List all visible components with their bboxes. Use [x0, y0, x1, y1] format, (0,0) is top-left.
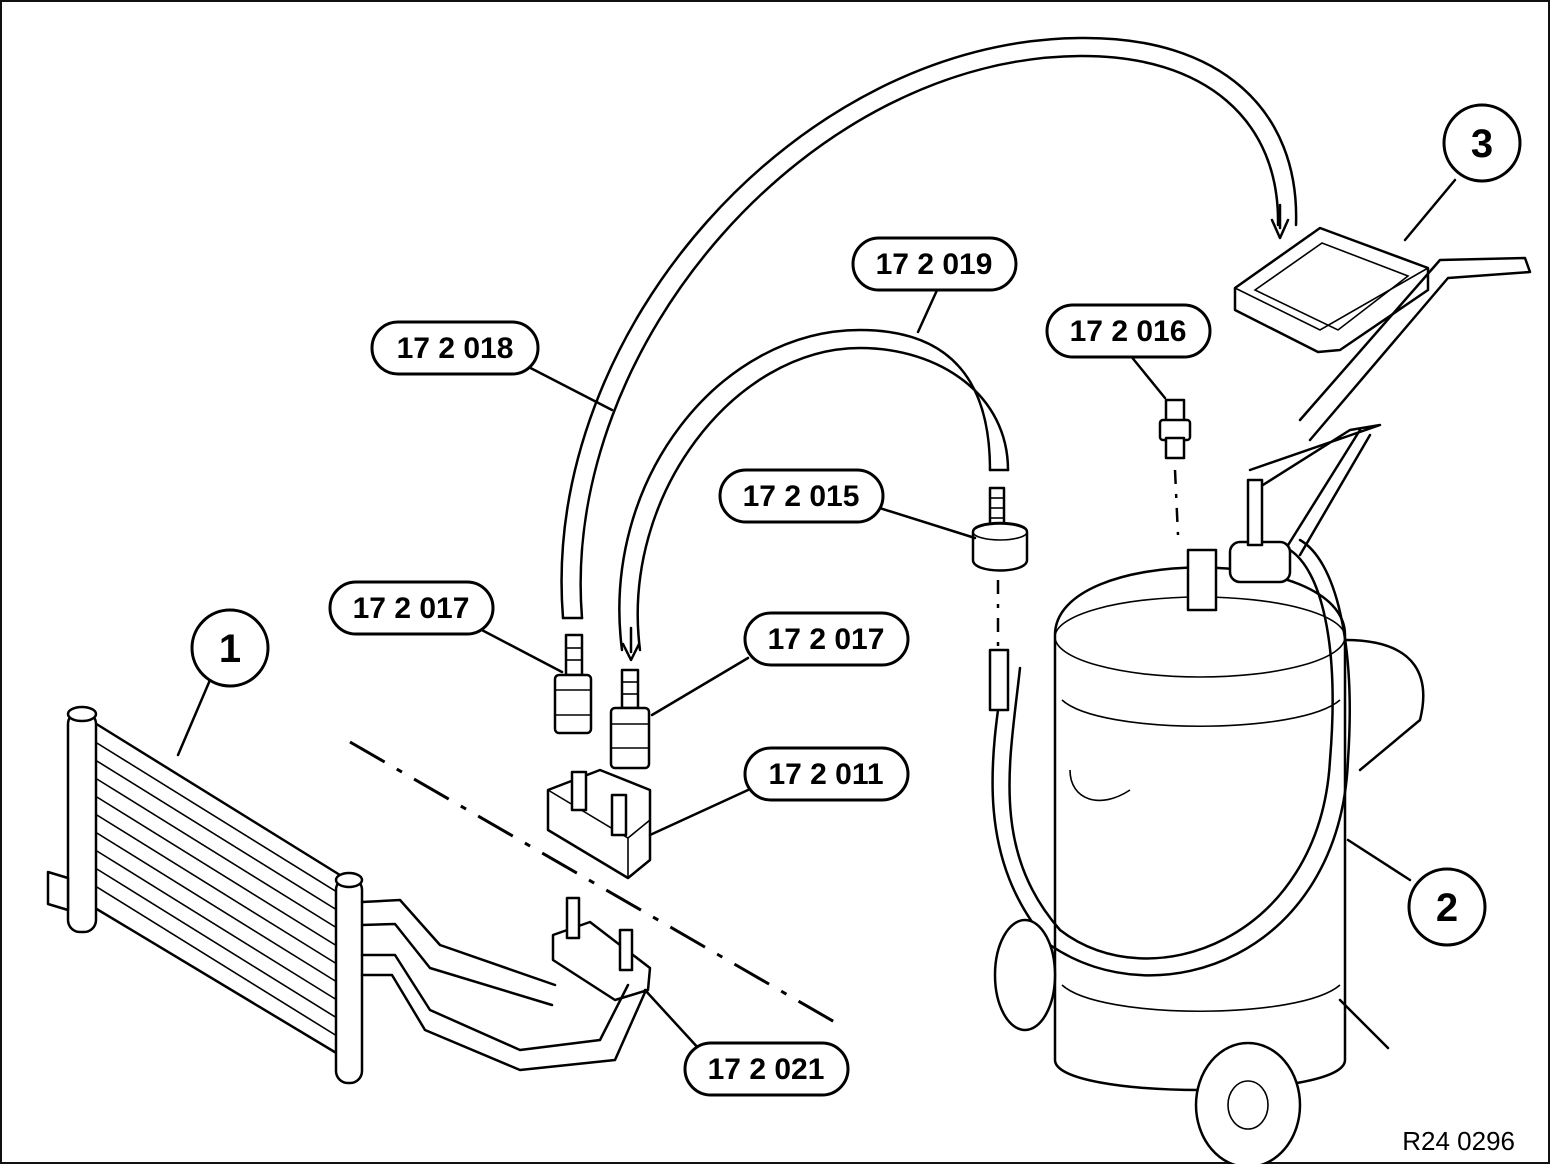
item-number-1: 1	[190, 608, 270, 688]
oil-extractor	[988, 256, 1532, 1164]
svg-text:1: 1	[219, 627, 241, 671]
coupling-17-2-017-left	[553, 633, 593, 735]
callout-17-2-011: 17 2 011	[743, 746, 910, 802]
callout-17-2-016: 17 2 016	[1045, 303, 1212, 359]
svg-text:2: 2	[1436, 886, 1458, 930]
oil-cooler	[46, 705, 648, 1085]
adapter-block-17-2-011	[546, 768, 652, 880]
svg-text:17 2 017: 17 2 017	[768, 623, 885, 656]
adapter-17-2-021	[551, 896, 652, 1002]
svg-text:17 2 021: 17 2 021	[708, 1053, 825, 1086]
svg-text:17 2 016: 17 2 016	[1070, 315, 1187, 348]
svg-text:17 2 018: 17 2 018	[397, 332, 514, 365]
svg-text:17 2 015: 17 2 015	[743, 480, 860, 513]
fitting-17-2-016	[1158, 398, 1192, 536]
hose-17-2-019	[618, 328, 1010, 662]
item-number-2: 2	[1407, 867, 1487, 947]
svg-text:17 2 019: 17 2 019	[876, 248, 993, 281]
callout-17-2-017-left: 17 2 017	[328, 580, 495, 636]
svg-text:3: 3	[1471, 122, 1493, 166]
callout-17-2-019: 17 2 019	[851, 236, 1018, 292]
svg-text:17 2 011: 17 2 011	[768, 758, 883, 791]
callout-17-2-018: 17 2 018	[370, 320, 540, 376]
callout-17-2-015: 17 2 015	[718, 468, 885, 524]
hose-17-2-018	[560, 36, 1298, 620]
item-number-3: 3	[1442, 103, 1522, 183]
centre-line	[349, 740, 846, 1030]
callout-17-2-017-right: 17 2 017	[743, 611, 910, 667]
svg-text:17 2 017: 17 2 017	[353, 592, 470, 625]
drip-tray	[1233, 226, 1430, 354]
adapter-17-2-015	[971, 486, 1029, 650]
leader-lines	[176, 178, 1457, 1052]
callout-17-2-021: 17 2 021	[683, 1041, 850, 1097]
figure-reference: R24 0296	[1402, 1126, 1515, 1156]
coupling-17-2-017-right	[609, 668, 651, 770]
